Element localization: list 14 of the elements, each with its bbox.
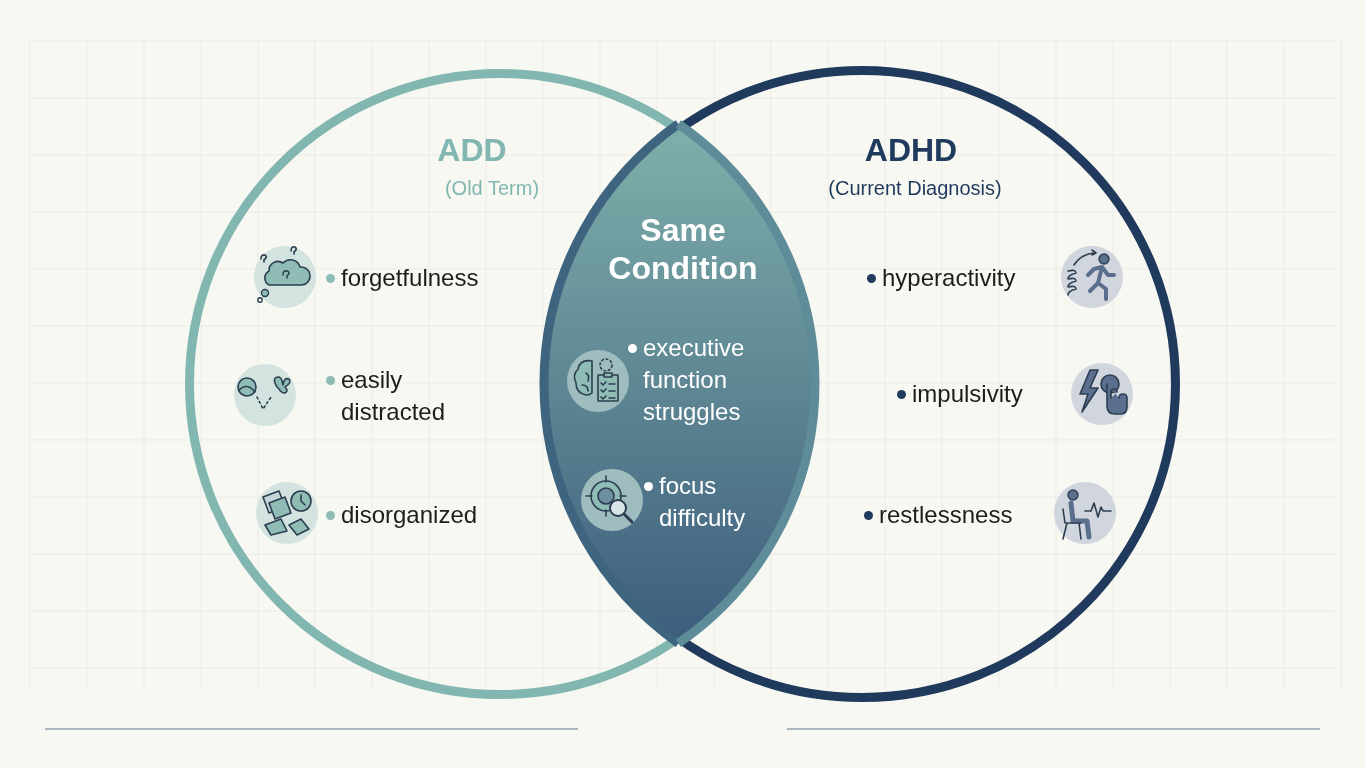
symptom-label: executive function struggles: [643, 333, 746, 427]
overlap-title: Same Condition: [607, 211, 759, 288]
circle-title: ADHD: [864, 131, 958, 170]
overlap-lens: [539, 119, 820, 649]
symptom-label: restlessness: [879, 500, 1013, 530]
symptom-label: impulsivity: [912, 379, 1023, 409]
symptom-label: forgetfulness: [341, 263, 479, 293]
circle-subtitle: (Current Diagnosis): [828, 176, 1002, 200]
symptom-label: easily distracted: [341, 365, 447, 427]
symptom-label: hyperactivity: [882, 263, 1016, 293]
symptom-label: focus difficulty: [659, 471, 747, 533]
symptom-label: disorganized: [341, 500, 478, 530]
circle-title: ADD: [437, 131, 507, 170]
circle-subtitle: (Old Term): [444, 176, 540, 200]
